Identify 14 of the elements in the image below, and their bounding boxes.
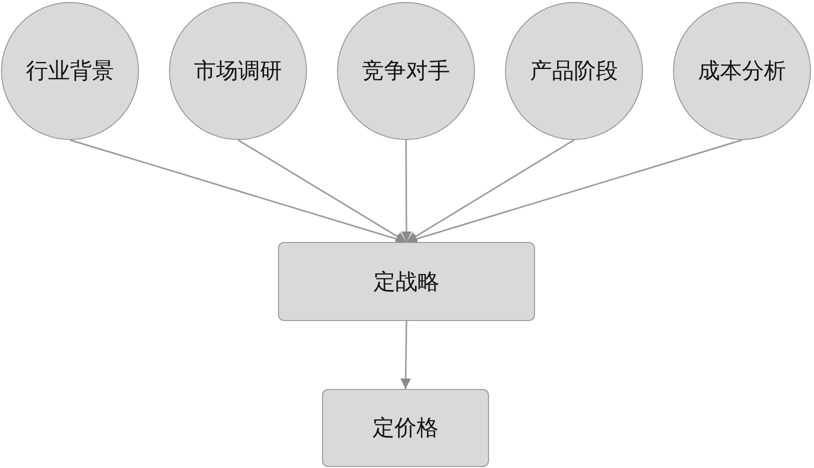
node-label: 定战略 [374, 268, 440, 296]
arrow [406, 139, 574, 243]
process-box [278, 242, 535, 321]
node-label: 行业背景 [26, 58, 114, 86]
node-label: 竞争对手 [362, 58, 450, 86]
arrow [400, 320, 411, 390]
arrow [406, 139, 742, 244]
node-label: 市场调研 [194, 58, 282, 86]
node-label: 定价格 [372, 415, 438, 443]
node-label: 成本分析 [698, 58, 786, 86]
process-box [322, 389, 489, 467]
node-label: 产品阶段 [530, 58, 618, 86]
arrow [401, 140, 412, 242]
arrow [238, 139, 407, 243]
